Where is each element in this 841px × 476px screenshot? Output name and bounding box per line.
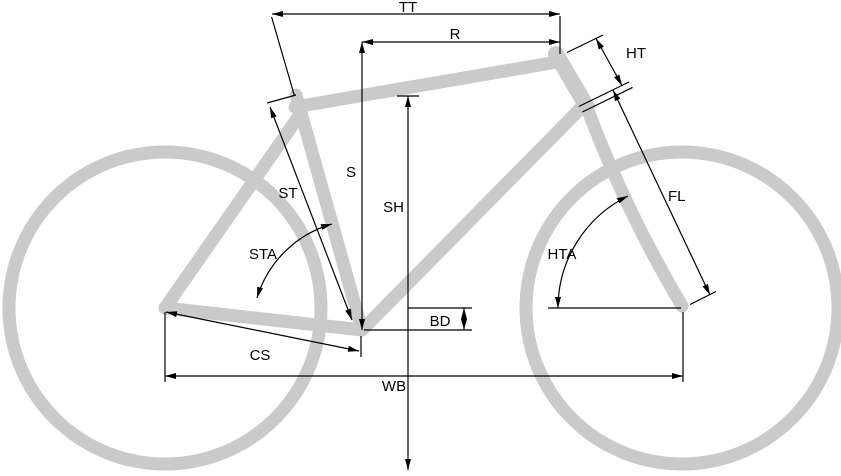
label-seat-tube-angle: STA [249,246,277,263]
label-bb-drop: BD [430,313,451,330]
fl-dimension-line [612,89,711,296]
ht-dimension-line [595,38,623,86]
fork-crown-tick-1 [578,81,630,108]
fl-axle-extension-line [689,290,717,306]
chainstay-tube [158,301,369,337]
st-top-extension-line [266,94,297,104]
label-head-tube-angle: HTA [548,246,577,263]
dimension-lines [164,11,717,470]
label-standover-height: SH [383,199,404,216]
label-head-tube: HT [626,45,646,62]
head-tube [548,46,595,115]
bike-frame [2,46,841,471]
cs-dimension-line [165,311,360,352]
label-seat-tube: ST [278,185,297,202]
ht-top-extension-line [566,34,604,54]
label-fork-length: FL [668,188,686,205]
tt-left-extension-line [271,16,296,97]
hta-angle-arc [555,195,629,309]
seat-tube [289,88,369,337]
label-wheelbase: WB [382,378,406,395]
dimension-labels: TT R HT ST S SH STA HTA FL BD CS WB [249,0,686,395]
label-chainstay: CS [250,347,271,364]
down-tube [356,98,591,336]
label-stack: S [346,164,356,181]
label-reach: R [450,26,461,43]
st-dimension-line [269,106,353,321]
top-tube [288,55,564,114]
seatstay-tube [158,109,306,315]
label-top-tube: TT [399,0,417,16]
